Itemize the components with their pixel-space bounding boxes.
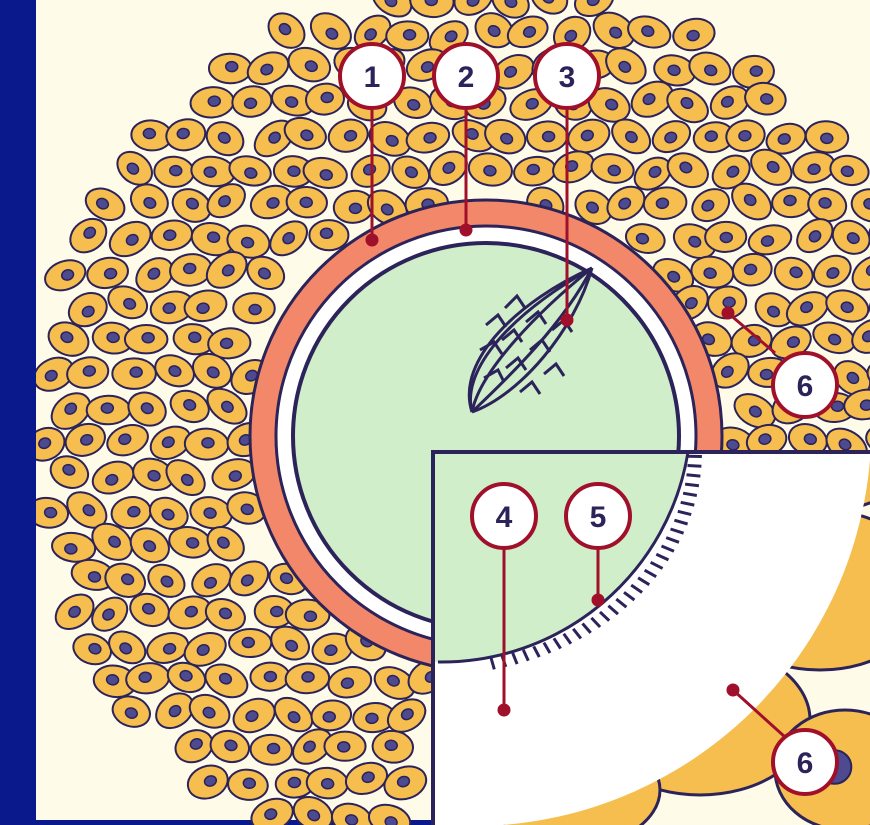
granulosa-cell bbox=[386, 21, 429, 51]
callout-1-text: 1 bbox=[364, 61, 381, 94]
granulosa-cell bbox=[229, 629, 271, 657]
callout-6-top-text: 6 bbox=[797, 370, 814, 403]
granulosa-cell bbox=[112, 358, 156, 389]
granulosa-cell bbox=[209, 53, 252, 83]
callout-6-bottom: 6 bbox=[773, 730, 837, 794]
granulosa-cell bbox=[125, 325, 168, 353]
callout-3-text: 3 bbox=[559, 61, 576, 94]
granulosa-cell bbox=[184, 428, 229, 460]
callout-6-bottom-text: 6 bbox=[797, 747, 814, 780]
granulosa-cell bbox=[309, 220, 348, 250]
callout-5-text: 5 bbox=[590, 501, 607, 534]
granulosa-cell bbox=[233, 293, 275, 324]
granulosa-cell bbox=[250, 662, 290, 691]
callout-1: 1 bbox=[340, 44, 404, 108]
granulosa-cell bbox=[705, 221, 747, 252]
callout-2-text: 2 bbox=[458, 61, 475, 94]
callout-2: 2 bbox=[434, 44, 498, 108]
granulosa-cell bbox=[324, 732, 365, 761]
callout-5: 5 bbox=[566, 484, 630, 548]
granulosa-cell bbox=[86, 395, 130, 424]
callout-4-text: 4 bbox=[496, 501, 513, 534]
granulosa-cell bbox=[526, 120, 568, 152]
callout-3: 3 bbox=[535, 44, 599, 108]
callout-6-top: 6 bbox=[773, 353, 837, 417]
callout-4: 4 bbox=[472, 484, 536, 548]
